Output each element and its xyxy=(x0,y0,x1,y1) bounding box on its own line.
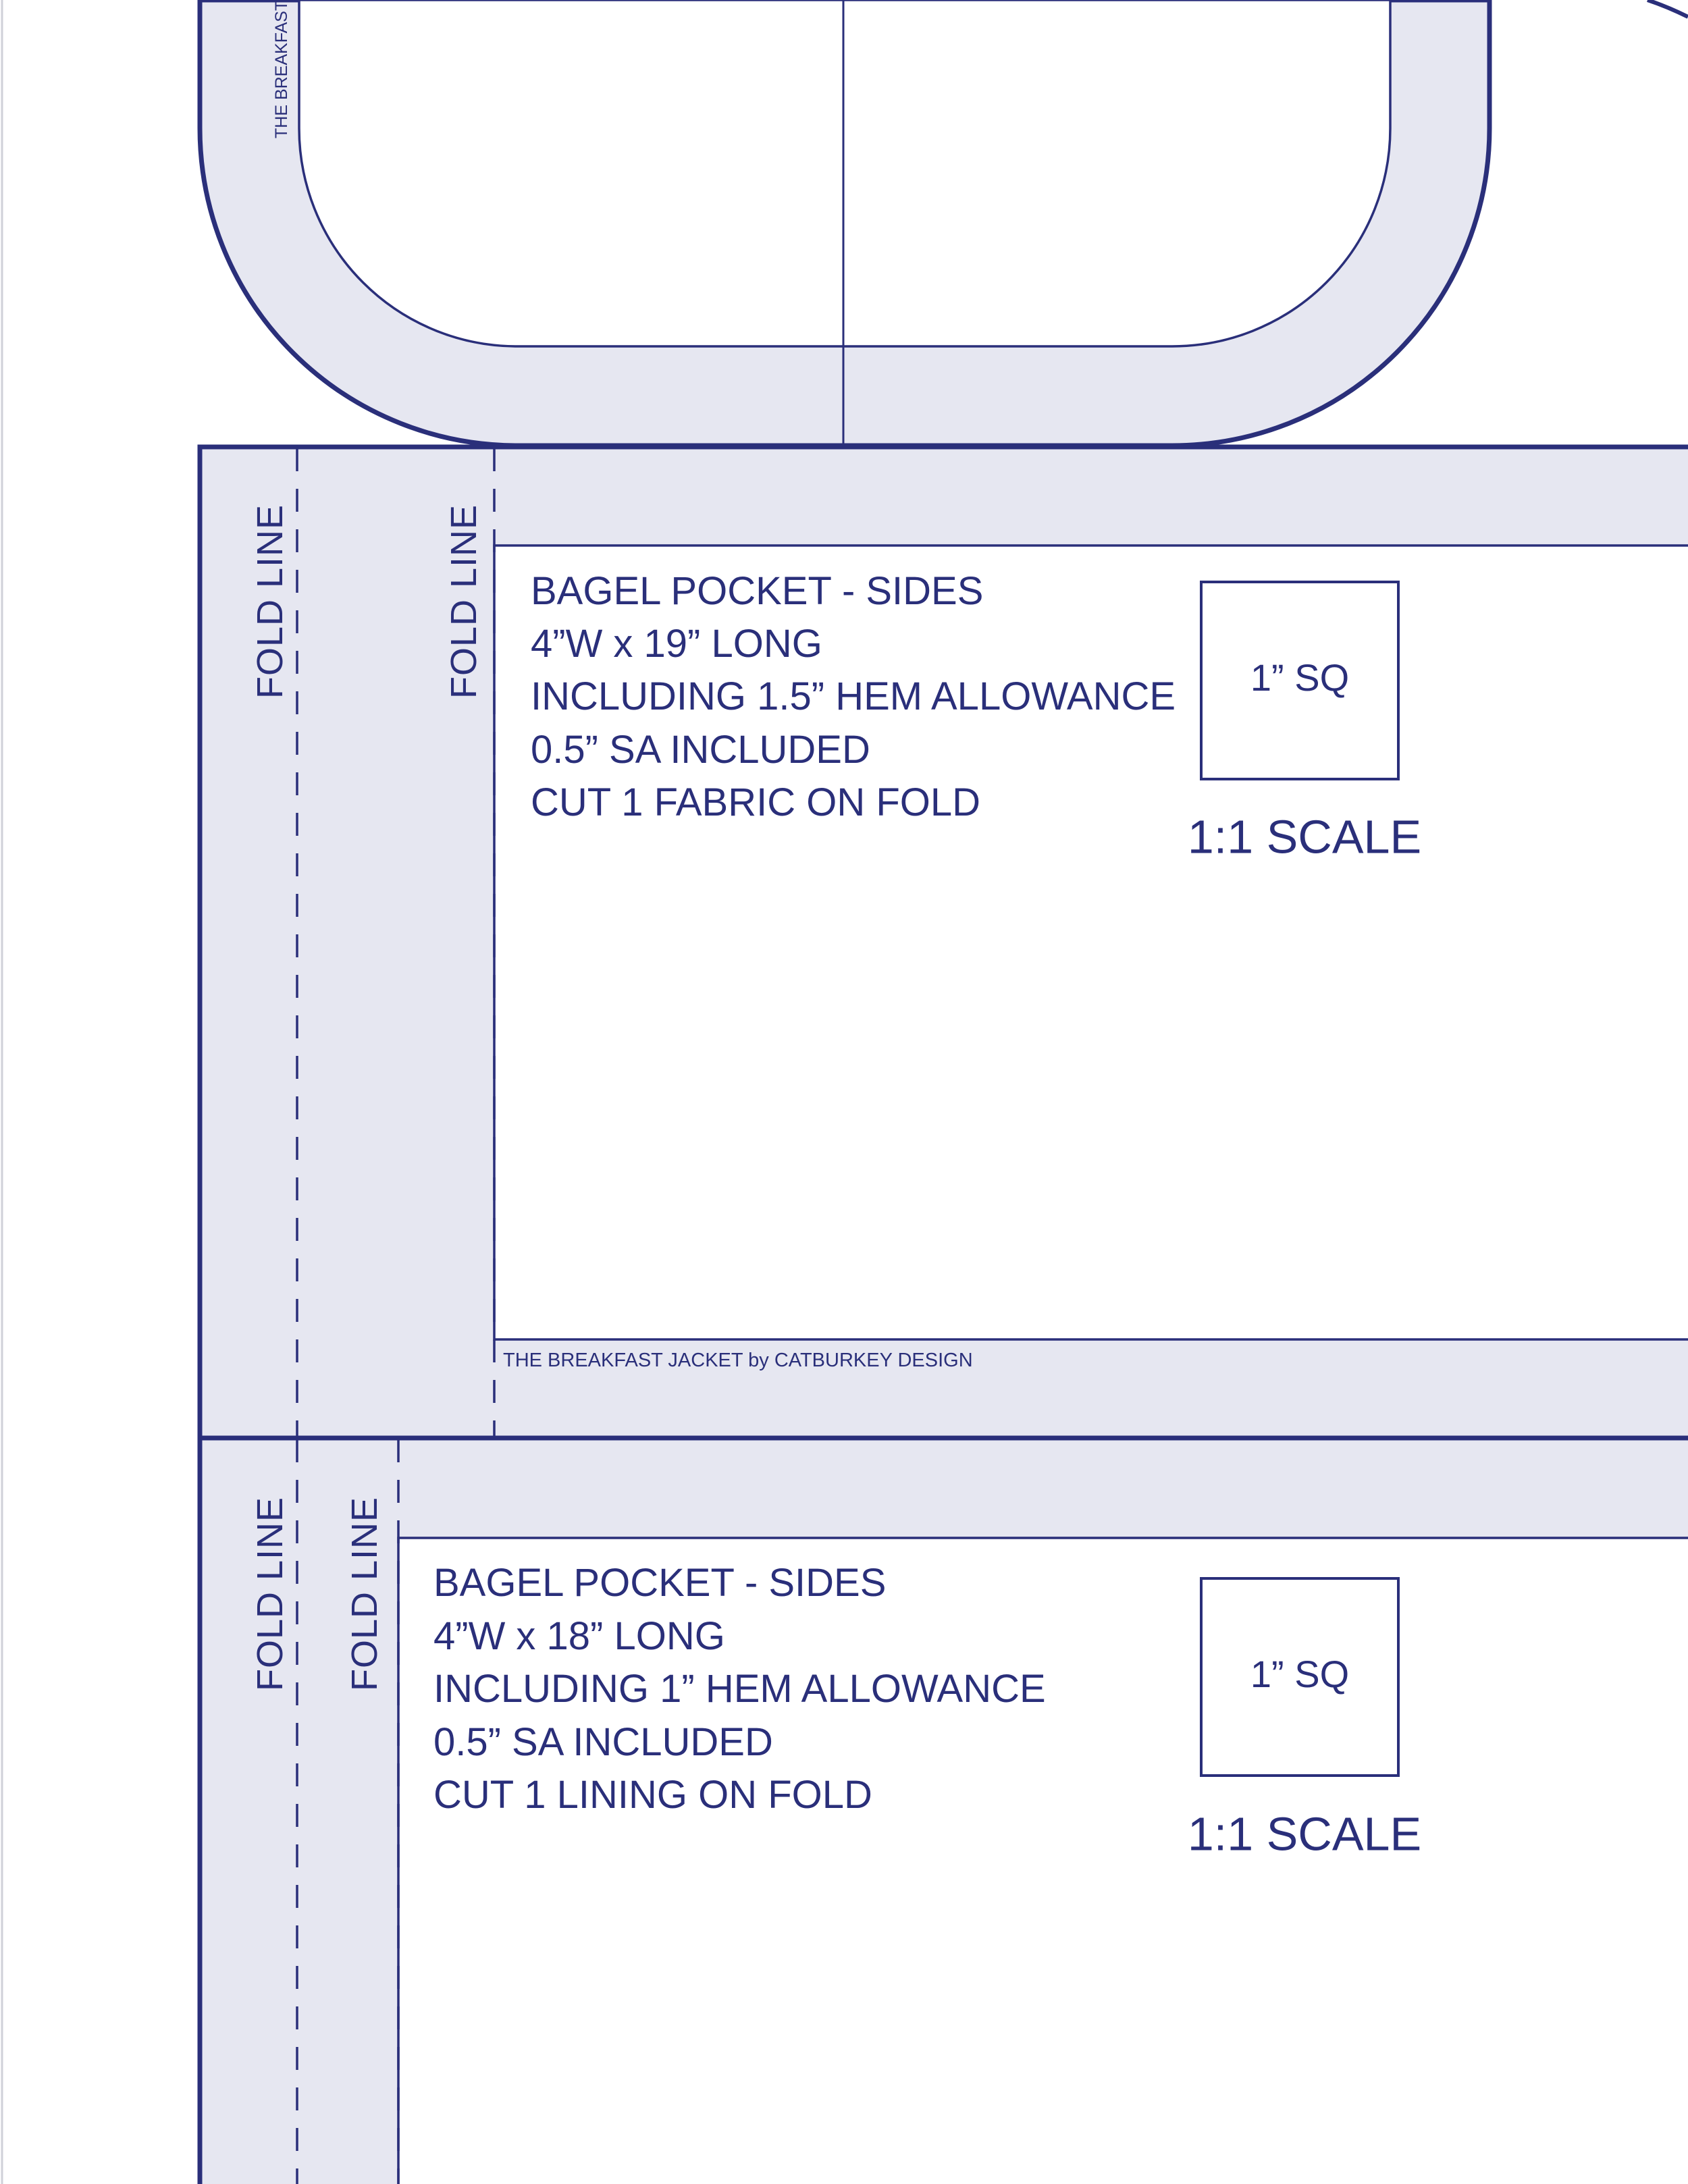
piece2-scale-label: 1:1 SCALE xyxy=(1188,1807,1421,1860)
piece1-fold-label-inner: FOLD LINE xyxy=(444,504,484,699)
piece1-hem-note: INCLUDING 1.5” HEM ALLOWANCE xyxy=(531,674,1176,718)
adjacent-piece-edge xyxy=(1647,0,1688,19)
piece1-scale-label: 1:1 SCALE xyxy=(1188,810,1421,863)
piece2-square-label: 1” SQ xyxy=(1250,1653,1349,1695)
top-piece-brand-text: THE BREAKFAST JACKET by CATBURKEY DESIGN xyxy=(272,0,291,138)
piece2-stitch-area xyxy=(397,1537,1688,2184)
piece1-test-square xyxy=(1200,581,1400,780)
piece1-square-label: 1” SQ xyxy=(1250,656,1349,699)
piece2-hem-note: INCLUDING 1” HEM ALLOWANCE xyxy=(433,1667,1046,1711)
piece1-title: BAGEL POCKET - SIDES xyxy=(531,569,983,613)
pattern-piece-lining: FOLD LINE FOLD LINE BAGEL POCKET - SIDES… xyxy=(197,1435,1688,2184)
piece2-cut-instruction: CUT 1 LINING ON FOLD xyxy=(433,1773,872,1817)
piece2-dimensions: 4”W x 18” LONG xyxy=(433,1614,725,1658)
piece2-fold-label-outer: FOLD LINE xyxy=(250,1497,290,1691)
piece2-fold-label-inner: FOLD LINE xyxy=(344,1497,385,1691)
piece1-fold-label-outer: FOLD LINE xyxy=(250,504,290,699)
piece1-stitch-area xyxy=(493,544,1688,1341)
pattern-piece-fabric: FOLD LINE FOLD LINE BAGEL POCKET - SIDES… xyxy=(197,444,1688,1441)
piece2-title: BAGEL POCKET - SIDES xyxy=(433,1561,886,1605)
top-pattern-piece: THE BREAKFAST JACKET by CATBURKEY DESIGN xyxy=(197,0,1688,448)
piece2-seam-allowance: 0.5” SA INCLUDED xyxy=(433,1720,773,1764)
piece1-brand-text: THE BREAKFAST JACKET by CATBURKEY DESIGN xyxy=(503,1350,973,1371)
piece1-dimensions: 4”W x 19” LONG xyxy=(531,622,822,666)
piece1-seam-allowance: 0.5” SA INCLUDED xyxy=(531,728,870,772)
piece1-cut-instruction: CUT 1 FABRIC ON FOLD xyxy=(531,780,980,824)
top-piece-stitch-line xyxy=(298,0,1392,348)
piece2-test-square xyxy=(1200,1577,1400,1777)
